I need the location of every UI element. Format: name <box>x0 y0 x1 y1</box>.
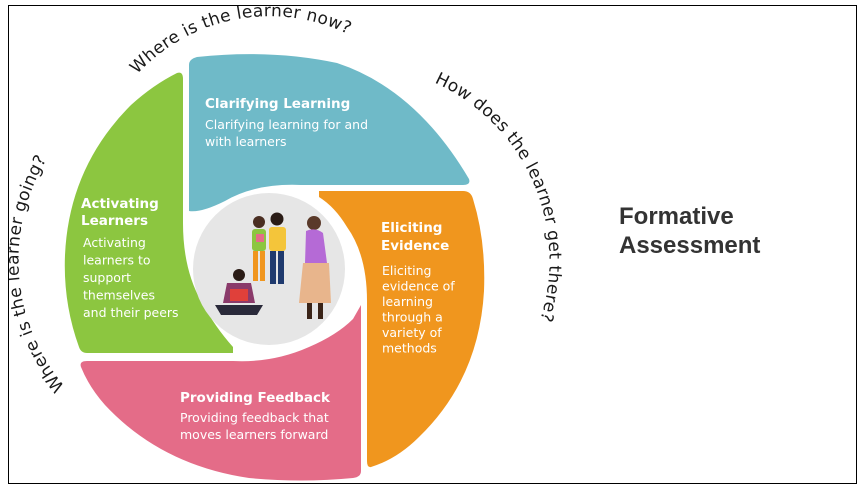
text-line: Activating <box>81 196 159 212</box>
text-line: support <box>83 270 131 285</box>
title-line-1: Formative <box>619 203 734 230</box>
segment-activating-learners <box>64 72 234 353</box>
text-line: and their peers <box>83 305 179 320</box>
text-line: Providing Feedback <box>180 390 331 406</box>
segment-eliciting-evidence <box>319 191 485 468</box>
text-line: evidence of <box>382 279 455 294</box>
activating-body: Activating learners to support themselves an… <box>83 235 179 320</box>
page-title: Formative Assessment <box>619 202 760 260</box>
text-line: themselves <box>83 288 155 303</box>
clarifying-title: Clarifying Learning <box>205 96 350 112</box>
text-line: learning <box>382 294 433 309</box>
text-line: moves learners forward <box>180 427 328 442</box>
text-line: Providing feedback that <box>180 410 329 425</box>
slide-frame: Clarifying Learning Clarifying learning … <box>8 5 857 484</box>
text-line: Activating <box>83 235 146 250</box>
clarifying-learning-text: Clarifying Learning Clarifying learning … <box>205 96 368 149</box>
text-line: methods <box>382 341 437 356</box>
text-line: Clarifying learning for and <box>205 117 368 132</box>
text-line: Evidence <box>381 238 449 254</box>
learners-group-icon <box>215 212 331 319</box>
clarifying-body: Clarifying learning for and with learners <box>205 117 368 149</box>
title-line-2: Assessment <box>619 232 761 259</box>
formative-assessment-wheel: Clarifying Learning Clarifying learning … <box>9 6 564 481</box>
text-line: Eliciting <box>381 220 442 236</box>
text-line: through a <box>382 310 443 325</box>
text-line: Eliciting <box>382 263 431 278</box>
text-line: Learners <box>81 213 148 229</box>
text-line: learners to <box>83 253 151 268</box>
text-line: Clarifying Learning <box>205 96 350 112</box>
question-where-going: Where is the learner going? <box>9 152 69 396</box>
segment-clarifying-learning <box>189 54 470 212</box>
text-line: variety of <box>382 325 442 340</box>
feedback-body: Providing feedback that moves learners fo… <box>180 410 329 442</box>
text-line: with learners <box>205 134 287 149</box>
feedback-title: Providing Feedback <box>180 390 331 406</box>
segment-providing-feedback <box>80 305 361 481</box>
providing-feedback-text: Providing Feedback Providing feedback th… <box>180 390 331 442</box>
